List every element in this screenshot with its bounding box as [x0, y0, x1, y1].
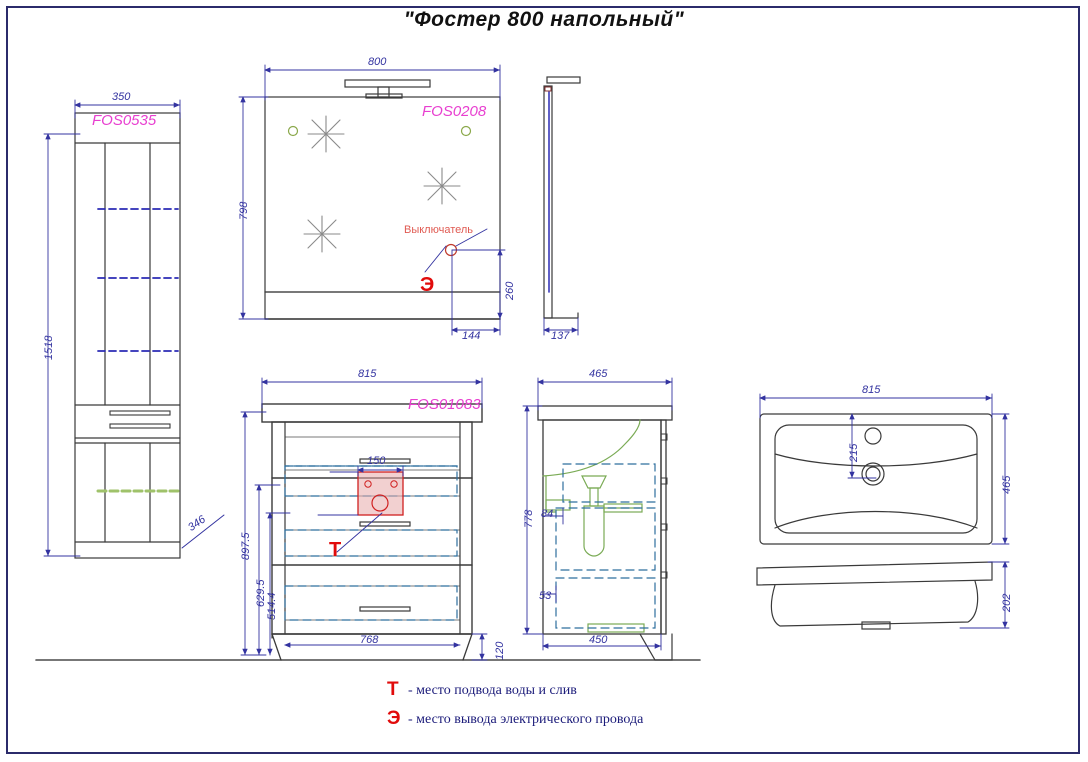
vanity-side-leg [639, 633, 673, 661]
dim-basin-width: 815 [862, 384, 881, 396]
basin-front-dimension-lines [959, 561, 1010, 629]
column-cabinet-front-view [74, 112, 181, 559]
switch-leaders [424, 228, 488, 273]
mirror-lamp [344, 79, 431, 99]
dim-vanity-depth: 465 [589, 368, 608, 380]
vanity-side-view [537, 405, 673, 661]
dim-vanity-width: 815 [358, 368, 377, 380]
dim-vanity-height: 897.5 [240, 532, 252, 560]
water-marker-leader [336, 512, 383, 553]
dim-basin-depth: 465 [1001, 475, 1013, 494]
dim-basin-thickness: 202 [1001, 593, 1013, 612]
sparkle-icon [307, 115, 345, 153]
legend-electric-text: - место вывода электрического провода [408, 712, 644, 727]
dim-mirror-depth: 137 [551, 330, 570, 342]
vanity-handle-mid [359, 521, 411, 527]
sheet-border [6, 6, 1080, 754]
dim-vanity-low: 514.4 [266, 592, 278, 620]
dim-vanity-side-height: 778 [523, 509, 535, 528]
vanity-front-dimension-lines [240, 377, 488, 661]
basin-front-view [756, 561, 993, 630]
sparkle-icon [423, 167, 461, 205]
dim-mirror-switch-offset: 144 [462, 330, 481, 342]
basin-top-dimension-lines [759, 393, 1010, 545]
legend-electric-marker: Э [387, 708, 401, 729]
vanity-leg-left [271, 633, 282, 661]
legend-water-text: - место подвода воды и слив [408, 683, 577, 698]
column-handle-lower [109, 423, 171, 429]
dim-mirror-height: 798 [238, 201, 250, 220]
dim-mirror-switch-height: 260 [504, 281, 516, 300]
vanity-leg-right [462, 633, 473, 661]
tap-hole [864, 427, 882, 445]
column-hidden-shelves [97, 208, 179, 352]
dim-mirror-width: 800 [368, 56, 387, 68]
basin-overflow [861, 621, 891, 630]
sparkle-icon [303, 215, 341, 253]
legend-water-marker: Т [387, 679, 399, 700]
dim-vanity-shelf-53: 53 [539, 590, 552, 602]
dim-column-width: 350 [112, 91, 131, 103]
water-supply-zone [357, 471, 404, 516]
label-mirror-code: FOS0208 [422, 103, 487, 120]
plumbing-siphon [542, 419, 645, 633]
switch-annotation: Выключатель [404, 224, 474, 236]
water-marker: Т [329, 539, 342, 561]
drain-hole-inner [865, 466, 881, 482]
label-vanity-code: FOS01083 [408, 396, 481, 413]
dim-vanity-base-depth: 450 [589, 634, 608, 646]
dim-vanity-body-width: 768 [360, 634, 379, 646]
dim-vanity-leg-height: 120 [494, 641, 506, 660]
dim-column-height: 1518 [43, 335, 55, 360]
vanity-side-dimension-lines [522, 377, 673, 651]
vanity-side-hidden-drawers [555, 463, 656, 629]
column-depth-leader [181, 514, 225, 549]
dim-water-zone: 150 [367, 455, 386, 467]
mirror-cabinet-side-view [543, 76, 581, 319]
page-title: "Фостер 800 напольный" [403, 8, 685, 31]
mirror-depth-dimension [543, 317, 579, 336]
basin-top-view [759, 413, 993, 545]
electric-marker: Э [420, 274, 435, 296]
mirror-dimension-lines [238, 64, 506, 336]
dim-vanity-shelf-84: 84 [541, 508, 554, 520]
mirror-mount-holes [287, 125, 472, 137]
mirror-sparkles [303, 115, 461, 253]
label-column-code: FOS0535 [92, 112, 157, 129]
column-dimension-lines [43, 99, 225, 557]
column-handle-upper [109, 410, 171, 416]
vanity-handle-top [359, 458, 411, 464]
vanity-side-hinges [660, 433, 668, 579]
vanity-handle-bottom [359, 606, 411, 612]
vanity-front-view [261, 403, 483, 661]
drain-hole-outer [861, 462, 885, 486]
dim-basin-tap-offset: 215 [848, 443, 860, 462]
